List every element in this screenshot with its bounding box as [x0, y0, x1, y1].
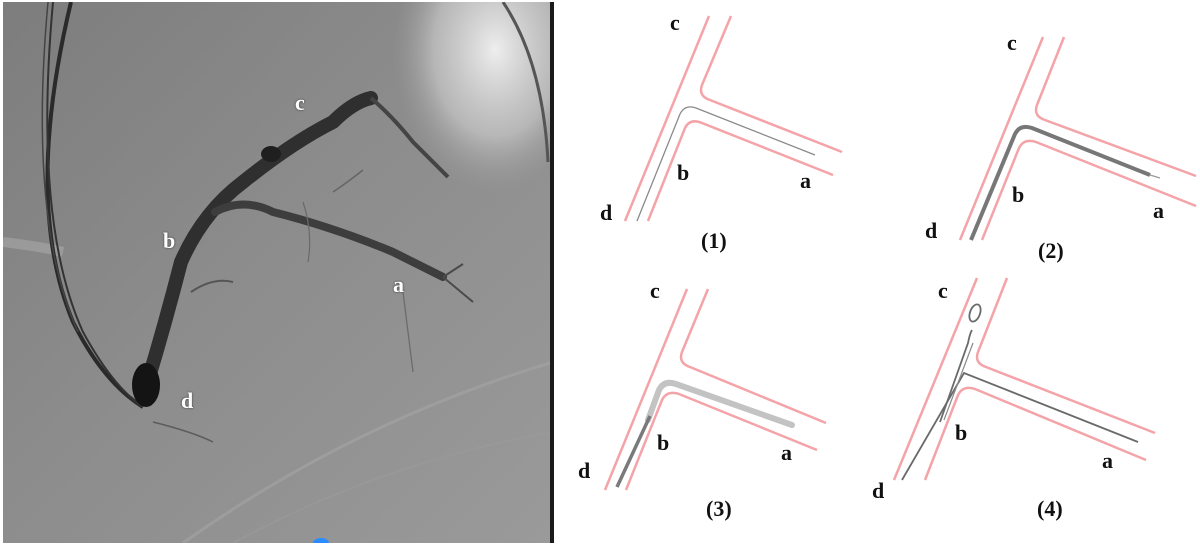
- angiogram-label-c: c: [295, 90, 305, 115]
- panel-1-label-b: b: [677, 160, 690, 185]
- angiogram-label-b: b: [163, 228, 176, 253]
- panel-2-caption: (2): [1038, 238, 1064, 263]
- panel-3-caption: (3): [706, 496, 732, 521]
- angiogram-image: c b a d: [3, 2, 553, 543]
- panel-2-label-a: a: [1153, 198, 1164, 223]
- panel-4-label-c: c: [938, 278, 948, 303]
- panel-3-label-b: b: [657, 430, 670, 455]
- panel-1-label-d: d: [600, 200, 613, 225]
- schematic-panel-4: c b a d (4): [872, 270, 1190, 540]
- panel-1-label-c: c: [670, 10, 680, 35]
- panel-4-label-a: a: [1102, 448, 1113, 473]
- panel-3-label-a: a: [781, 440, 792, 465]
- vessel-diagram-3: [603, 288, 827, 491]
- panel-3-label-c: c: [650, 278, 660, 303]
- vessel-diagram-1: [623, 15, 843, 222]
- panel-4-label-d: d: [872, 478, 885, 503]
- schematic-panel-3: c b a d (3): [570, 270, 880, 540]
- schematic-panel-1: c b a d (1): [580, 0, 890, 270]
- angiogram-drawing: [3, 2, 553, 543]
- vessel-diagram-4: [892, 277, 1156, 481]
- panel-2-label-c: c: [1007, 30, 1017, 55]
- schematic-panel-2: c b a d (2): [900, 0, 1200, 270]
- vessel-diagram-2: [958, 36, 1197, 241]
- panel-1-caption: (1): [701, 228, 727, 253]
- panel-1-label-a: a: [800, 168, 811, 193]
- panel-4-label-b: b: [955, 420, 968, 445]
- panel-2-label-b: b: [1012, 182, 1025, 207]
- panel-2-label-d: d: [925, 218, 938, 243]
- panel-3-label-d: d: [578, 458, 591, 483]
- panel-4-caption: (4): [1037, 496, 1063, 521]
- angiogram-border: [550, 2, 554, 543]
- angiogram-label-a: a: [393, 272, 404, 297]
- angiogram-label-d: d: [181, 388, 194, 413]
